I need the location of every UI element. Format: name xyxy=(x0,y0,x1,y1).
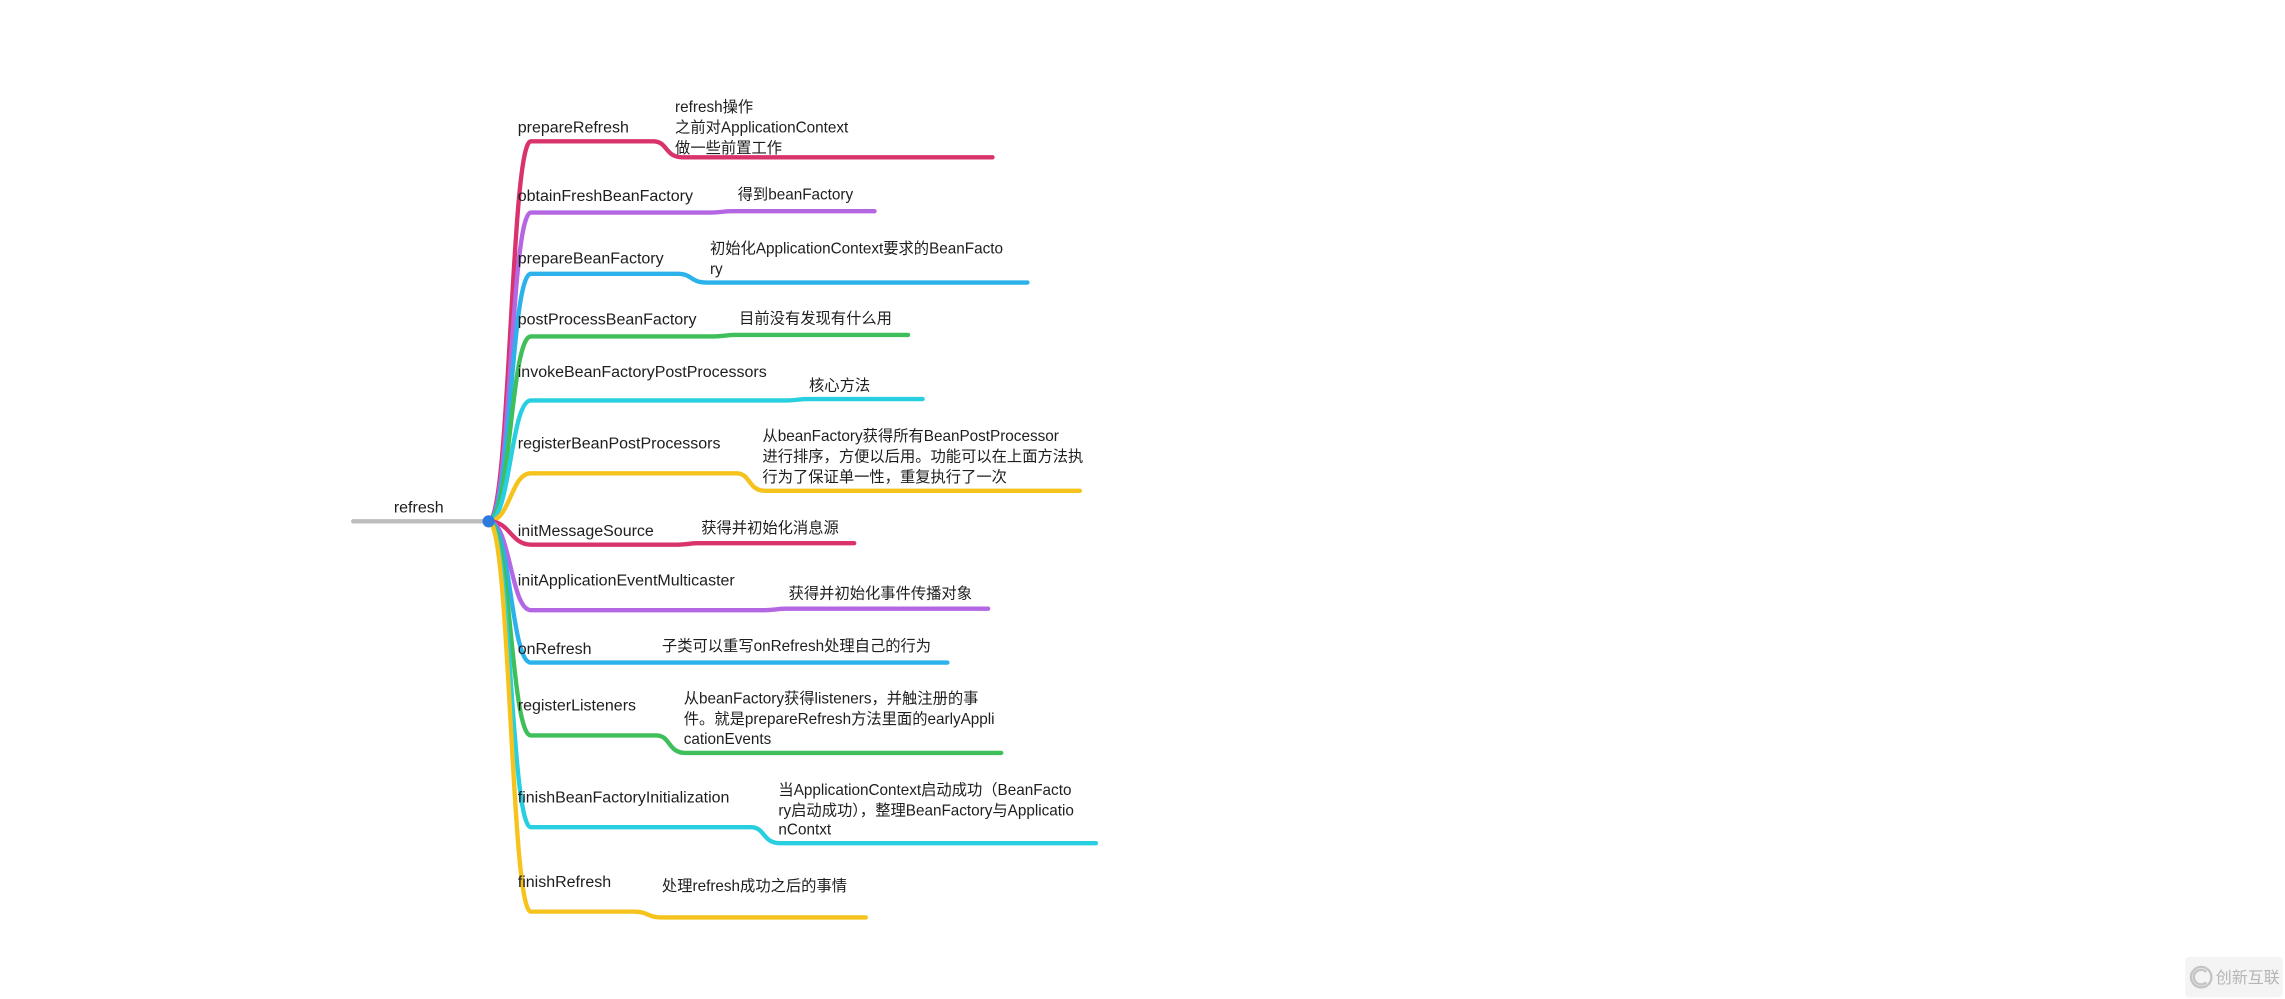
subtopic-finish-refresh: 处理refresh成功之后的事情 xyxy=(662,878,847,895)
topic-register-listeners: registerListeners xyxy=(518,698,636,715)
subtopic-register-bean-post-processors-line-3: 行为了保证单一性，重复执行了一次 xyxy=(762,469,1007,486)
subtopic-invoke-bean-factory-post-processors: 核心方法 xyxy=(809,377,870,394)
subtopic-register-listeners-line-1: 从beanFactory获得listeners，并触注册的事 xyxy=(684,690,979,707)
watermark-background xyxy=(2185,956,2283,998)
branch-line-post-process-bean-factory xyxy=(486,332,911,524)
branch-line-register-bean-post-processors xyxy=(486,471,1083,524)
topic-on-refresh: onRefresh xyxy=(518,641,592,658)
subtopic-prepare-refresh-line-3: 做一些前置工作 xyxy=(675,140,782,157)
topic-finish-bean-factory-initialization: finishBeanFactoryInitialization xyxy=(518,789,730,806)
subtopic-prepare-bean-factory-line-1: 初始化ApplicationContext要求的BeanFacto xyxy=(710,240,1003,257)
subtopic-init-message-source: 获得并初始化消息源 xyxy=(701,520,839,537)
subtopic-on-refresh: 子类可以重写onRefresh处理自己的行为 xyxy=(662,638,931,655)
subtopic-finish-bean-factory-initialization-line-2: ry启动成功），整理BeanFactory与Applicatio xyxy=(778,803,1074,820)
topic-prepare-refresh: prepareRefresh xyxy=(518,120,629,137)
watermark-text: 创新互联 xyxy=(2216,969,2280,987)
topic-prepare-bean-factory: prepareBeanFactory xyxy=(518,251,664,268)
topic-init-application-event-multicaster: initApplicationEventMulticaster xyxy=(518,572,736,589)
topic-finish-refresh: finishRefresh xyxy=(518,874,611,891)
branch-line-init-application-event-multicaster xyxy=(486,519,991,613)
subtopic-register-bean-post-processors-line-1: 从beanFactory获得所有BeanPostProcessor xyxy=(762,428,1058,445)
logo-icon xyxy=(2189,965,2213,989)
topic-obtain-fresh-bean-factory: obtainFreshBeanFactory xyxy=(518,188,693,205)
subtopic-prepare-bean-factory-line-2: ry xyxy=(710,261,723,278)
branch-line-invoke-bean-factory-post-processors xyxy=(486,396,925,524)
subtopic-finish-bean-factory-initialization-line-3: nContxt xyxy=(778,821,831,838)
subtopic-post-process-bean-factory: 目前没有发现有什么用 xyxy=(739,310,892,327)
subtopic-prepare-refresh-line-1: refresh操作 xyxy=(675,99,753,116)
branch-line-finish-refresh xyxy=(486,519,868,920)
subtopic-finish-bean-factory-initialization-line-1: 当ApplicationContext启动成功（BeanFacto xyxy=(778,782,1071,799)
topic-post-process-bean-factory: postProcessBeanFactory xyxy=(518,312,697,329)
subtopic-init-application-event-multicaster: 获得并初始化事件传播对象 xyxy=(789,586,972,603)
topic-register-bean-post-processors: registerBeanPostProcessors xyxy=(518,436,721,453)
subtopic-prepare-refresh-line-2: 之前对ApplicationContext xyxy=(675,120,849,137)
topic-invoke-bean-factory-post-processors: invokeBeanFactoryPostProcessors xyxy=(518,364,767,381)
subtopic-obtain-fresh-bean-factory: 得到beanFactory xyxy=(738,187,854,204)
root-node-dot xyxy=(482,515,495,528)
subtopic-register-listeners-line-2: 件。就是prepareRefresh方法里面的earlyAppli xyxy=(684,711,995,728)
branch-line-init-message-source xyxy=(486,519,857,547)
watermark: 创新互联 xyxy=(2185,956,2283,998)
subtopic-register-listeners-line-3: cationEvents xyxy=(684,731,772,748)
subtopic-register-bean-post-processors-line-2: 进行排序，方便以后用。功能可以在上面方法执 xyxy=(762,449,1083,466)
root-topic-label: refresh xyxy=(394,500,444,517)
topic-init-message-source: initMessageSource xyxy=(518,523,654,540)
